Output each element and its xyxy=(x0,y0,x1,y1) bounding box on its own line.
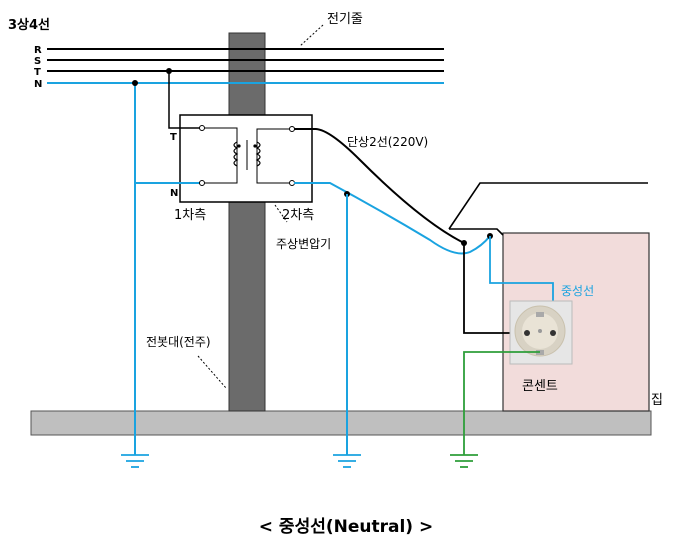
house-roof xyxy=(448,182,648,230)
outlet xyxy=(509,300,573,365)
ground-symbol-left xyxy=(121,454,149,468)
secondary-hot-wire xyxy=(294,128,467,244)
ground-symbol-right xyxy=(450,454,478,468)
polarity-dot-2 xyxy=(253,144,257,148)
label-neutral-wire: 중성선 xyxy=(561,284,594,298)
secondary-winding-wires xyxy=(256,128,289,184)
ground-symbol-middle xyxy=(333,454,361,468)
primary-t-lead xyxy=(168,71,201,129)
label-secondary: 2차측 xyxy=(282,208,314,223)
polarity-dot-1 xyxy=(237,144,241,148)
label-tap-t: T xyxy=(170,132,177,143)
label-phase-t: T xyxy=(34,67,41,78)
house-hot-wire xyxy=(463,243,526,334)
leader-power-line xyxy=(299,24,324,47)
junction-t xyxy=(166,68,172,74)
label-pole-transformer: 주상변압기 xyxy=(276,237,331,251)
label-outlet: 콘센트 xyxy=(522,379,558,394)
label-tap-n: N xyxy=(170,188,178,199)
label-phase-s: S xyxy=(34,56,41,67)
leader-transformer xyxy=(274,204,288,223)
ground-surface xyxy=(30,410,652,436)
junction-n-pole xyxy=(132,80,138,86)
secondary-coil xyxy=(255,141,261,167)
primary-winding-wires xyxy=(205,127,238,184)
house-eave xyxy=(449,228,504,236)
secondary-neutral-wire xyxy=(294,182,491,255)
diagram-caption: < 중성선(Neutral) > xyxy=(259,517,433,537)
power-lines xyxy=(47,48,444,72)
label-utility-pole: 전봇대(전주) xyxy=(146,335,211,349)
label-house: 집 xyxy=(651,393,663,408)
label-power-line: 전기줄 xyxy=(327,12,363,27)
primary-coil xyxy=(233,141,239,167)
label-phase-n: N xyxy=(34,79,42,90)
outlet-hole-left xyxy=(524,330,530,336)
label-three-phase: 3상4선 xyxy=(8,17,50,33)
outlet-ground-wire xyxy=(463,351,540,455)
label-single-phase: 단상2선(220V) xyxy=(347,135,428,149)
label-primary: 1차측 xyxy=(174,208,206,223)
leader-pole xyxy=(197,355,227,389)
utility-pole xyxy=(228,32,266,412)
outlet-hole-right xyxy=(550,330,556,336)
label-phase-r: R xyxy=(34,45,42,56)
